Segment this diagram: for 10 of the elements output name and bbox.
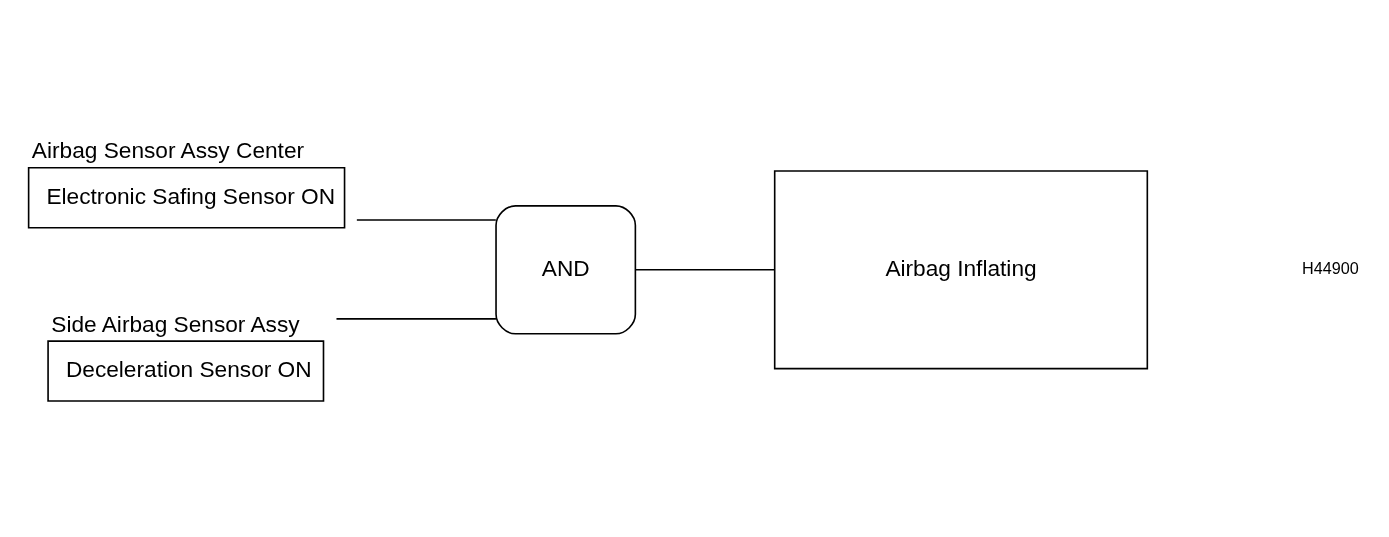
node-box: Airbag Inflating bbox=[773, 169, 1149, 369]
node-box: Electronic Safing Sensor ON bbox=[27, 166, 346, 228]
connector bbox=[634, 268, 776, 271]
connector bbox=[356, 218, 497, 221]
connector bbox=[335, 317, 497, 320]
node-label: Side Airbag Sensor Assy bbox=[51, 310, 300, 337]
node-box: Deceleration Sensor ON bbox=[47, 339, 325, 402]
label: H44900 bbox=[1302, 258, 1359, 277]
node-label: Airbag Sensor Assy Center bbox=[31, 136, 305, 163]
node-box: AND bbox=[495, 204, 637, 335]
